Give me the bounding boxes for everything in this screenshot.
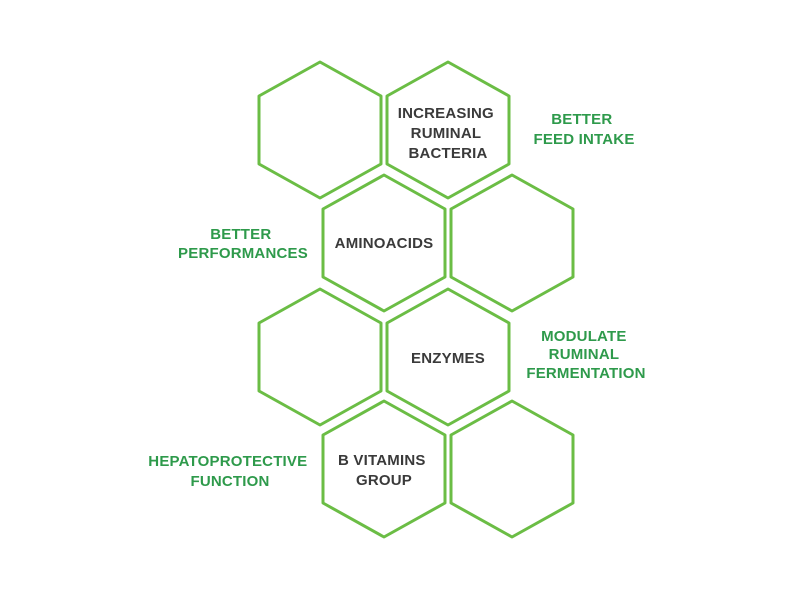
benefit-hepatoprotective: HEPATOPROTECTIVE FUNCTION [148, 453, 311, 490]
label-enzymes: ENZYMES [411, 350, 485, 367]
hexagon-aminoacids [321, 173, 447, 313]
hexagon-empty-row2-right [449, 173, 575, 313]
hexagon-empty-bottom-right [449, 399, 575, 539]
benefit-feed-intake: BETTER FEED INTAKE [533, 111, 634, 148]
label-aminoacids: AMINOACIDS [335, 235, 434, 252]
hexagon-b-vitamins [321, 399, 447, 539]
label-ruminal-bacteria: INCREASING RUMINAL BACTERIA [398, 105, 499, 162]
hexagon-enzymes [385, 287, 511, 427]
hexagon-empty-top-left [257, 60, 383, 200]
hexagon-empty-row3-left [257, 287, 383, 427]
hexagon-ruminal-bacteria [385, 60, 511, 200]
benefit-performances: BETTER PERFORMANCES [178, 226, 308, 262]
benefit-fermentation: MODULATE RUMINAL FERMENTATION [526, 328, 645, 382]
label-b-vitamins: B VITAMINS GROUP [338, 452, 430, 489]
